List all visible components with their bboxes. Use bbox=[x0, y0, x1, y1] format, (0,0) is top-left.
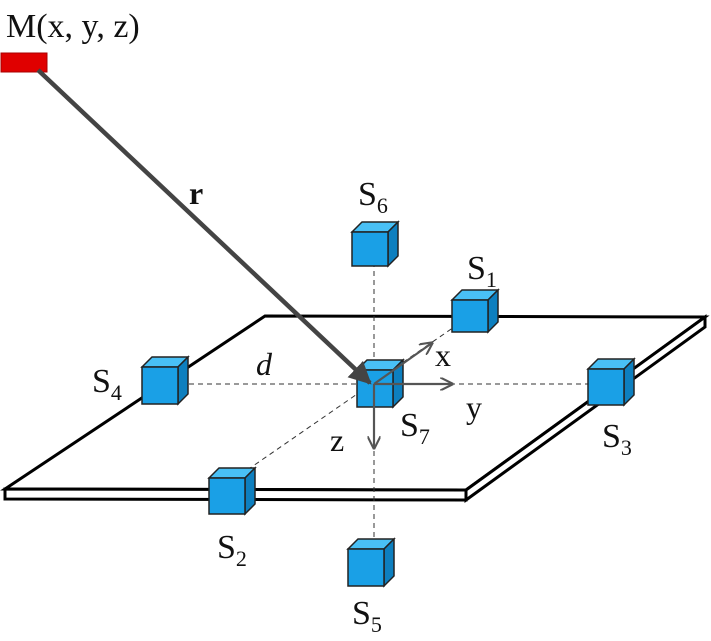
sensor-label-s3: S3 bbox=[602, 418, 632, 460]
sensor-s5 bbox=[346, 537, 396, 588]
source-marker bbox=[0, 52, 48, 73]
sensor-label-s4: S4 bbox=[92, 363, 122, 405]
sensor-label-s6: S6 bbox=[358, 176, 388, 218]
axis-y-label: y bbox=[466, 389, 482, 425]
sensor-s3 bbox=[586, 357, 636, 407]
axis-z-label: z bbox=[330, 422, 344, 458]
sensor-label-s1: S1 bbox=[467, 250, 497, 292]
sensor-s6 bbox=[350, 220, 400, 268]
sensor-s4 bbox=[140, 355, 190, 406]
position-vector-r bbox=[36, 68, 372, 385]
distance-label: d bbox=[256, 346, 273, 382]
axis-x-label: x bbox=[435, 337, 451, 373]
axis-x-arrow bbox=[373, 343, 432, 385]
local-axes bbox=[374, 343, 452, 448]
sensor-label-s5: S5 bbox=[352, 595, 382, 637]
sensor-s2 bbox=[207, 466, 257, 516]
source-label: M(x, y, z) bbox=[6, 8, 140, 45]
s2-s1-guide bbox=[239, 315, 471, 476]
sensor-label-s2: S2 bbox=[217, 529, 247, 571]
dashed-guides bbox=[180, 262, 588, 548]
vector-label: r bbox=[189, 175, 203, 211]
plate bbox=[0, 314, 710, 503]
sensor-s1 bbox=[450, 288, 500, 334]
sensor-label-s7: S7 bbox=[400, 407, 430, 449]
